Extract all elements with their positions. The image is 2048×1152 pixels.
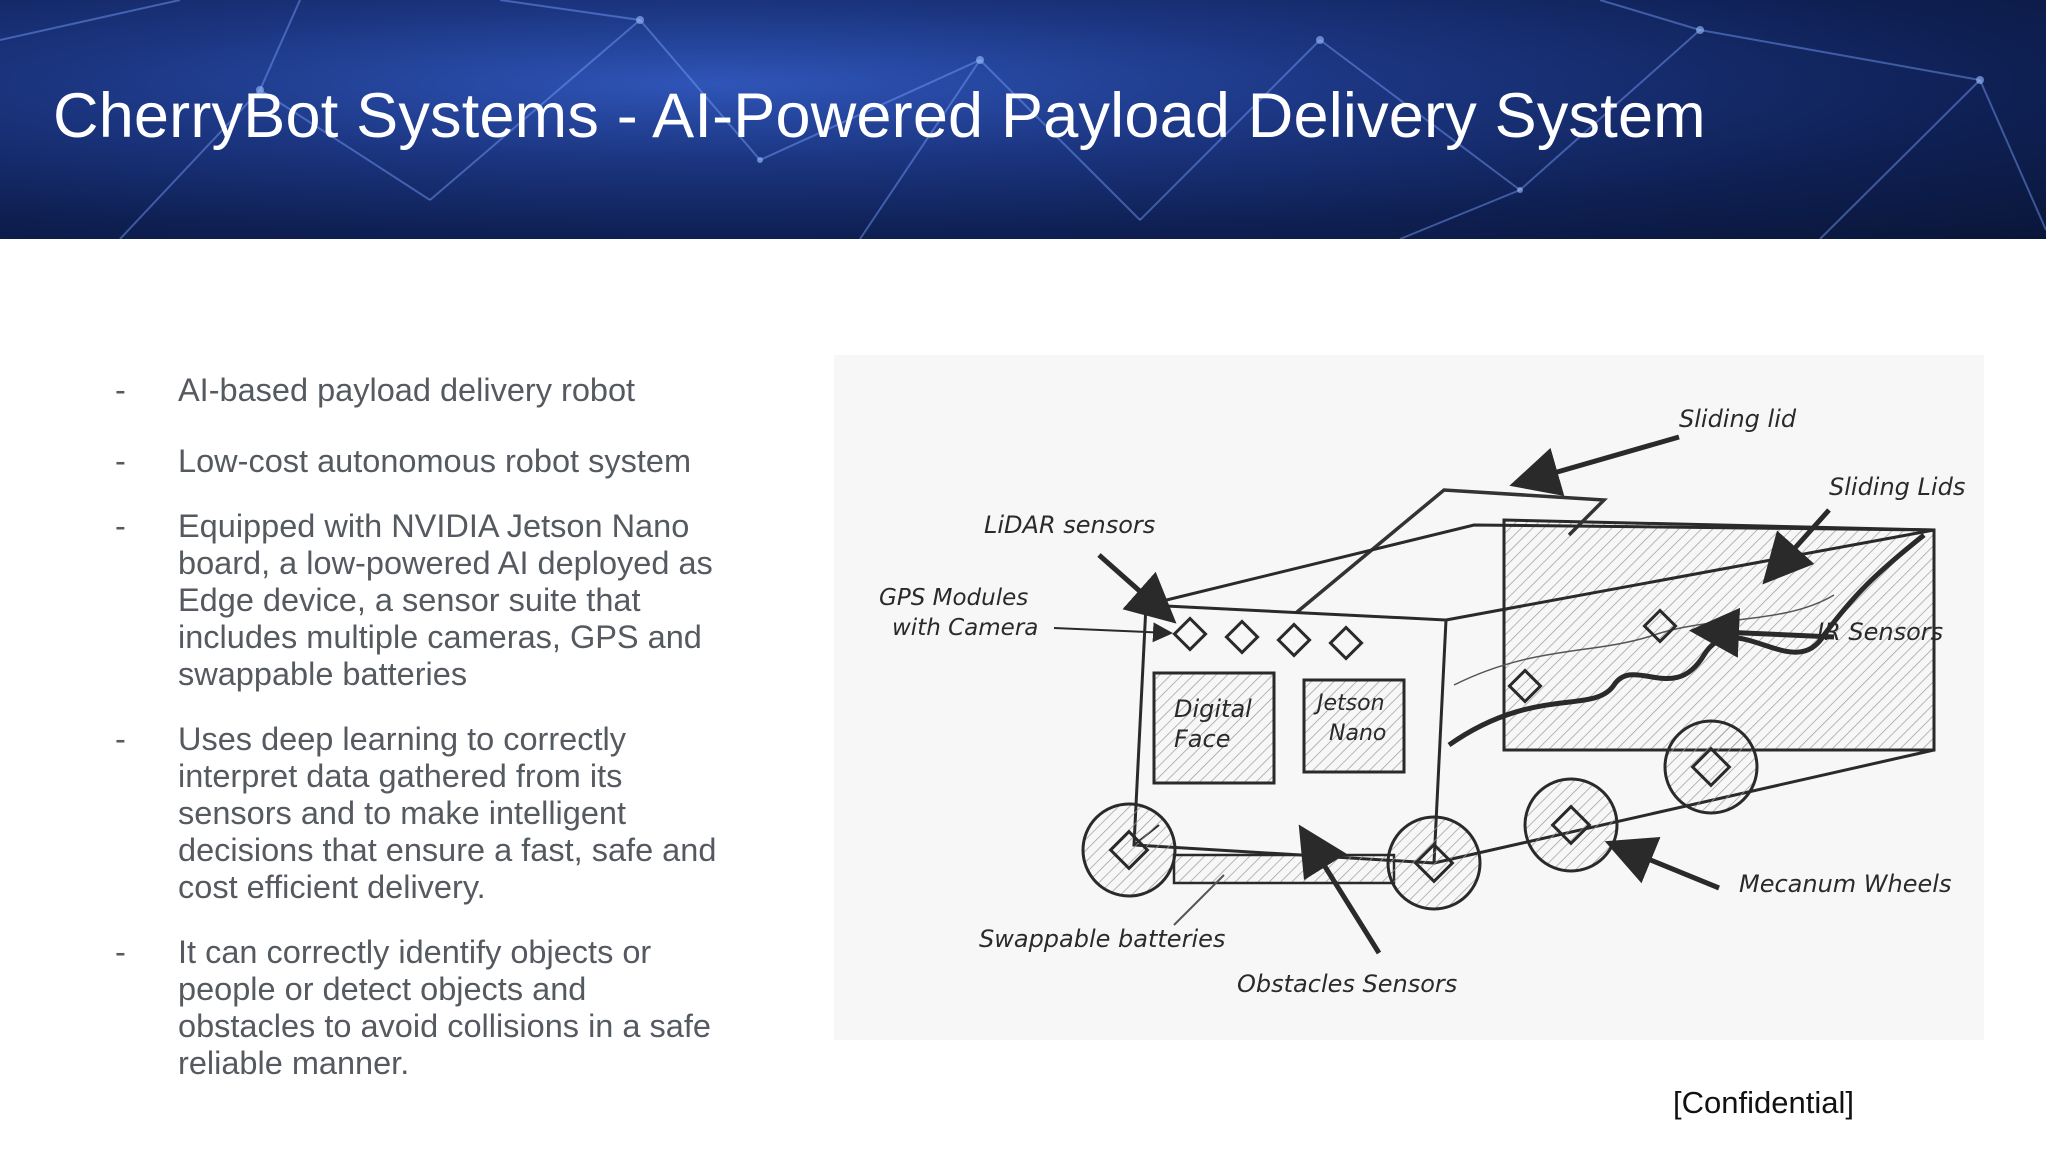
svg-text:Nano: Nano xyxy=(1329,721,1386,746)
bullet-text: AI-based payload delivery robot xyxy=(178,372,636,408)
label-mecanum-wheels: Mecanum Wheels xyxy=(1739,870,1951,898)
slide-header-banner: CherryBot Systems - AI-Powered Payload D… xyxy=(0,0,2046,239)
svg-text:Face: Face xyxy=(1174,725,1230,753)
robot-sketch-drawing: Digital Face Jetson Nano Sl xyxy=(879,405,1965,998)
bullet-item: - Uses deep learning to correctly interp… xyxy=(115,721,775,906)
ir-sensor-diamond xyxy=(1507,668,1543,704)
bullet-text: Uses deep learning to correctly interpre… xyxy=(178,721,717,905)
label-ir-sensors: IR Sensors xyxy=(1817,618,1943,646)
svg-text:with Camera: with Camera xyxy=(892,615,1038,641)
callout-arrows xyxy=(1097,434,1835,955)
label-sliding-lid: Sliding lid xyxy=(1679,405,1797,433)
label-sliding-lids: Sliding Lids xyxy=(1829,473,1965,501)
jetson-nano-label: Jetson xyxy=(1313,691,1385,716)
ir-sensor-diamond xyxy=(1642,608,1678,644)
label-lidar-sensors: LiDAR sensors xyxy=(984,511,1155,539)
bullet-dash: - xyxy=(115,934,126,970)
bullet-dash: - xyxy=(115,508,126,544)
network-background-graphic xyxy=(0,0,2046,239)
bullet-list: - AI-based payload delivery robot - Low-… xyxy=(115,372,775,1082)
label-swappable-batteries: Swappable batteries xyxy=(979,925,1225,953)
bullet-dash: - xyxy=(115,443,126,479)
bullet-dash: - xyxy=(115,721,126,757)
digital-face-panel xyxy=(1152,671,1276,785)
lidar-sensors xyxy=(1172,616,1364,661)
bullet-item: - AI-based payload delivery robot xyxy=(115,372,775,409)
label-gps-modules: GPS Modules xyxy=(879,585,1028,611)
bullet-text: It can correctly identify objects or peo… xyxy=(178,934,711,1081)
bullet-item: - Equipped with NVIDIA Jetson Nano board… xyxy=(115,508,775,693)
confidential-footer: [Confidential] xyxy=(1673,1085,1854,1120)
bullet-item: - It can correctly identify objects or p… xyxy=(115,934,775,1082)
mecanum-wheels xyxy=(1081,719,1759,911)
jetson-nano-panel xyxy=(1302,678,1406,774)
bullet-item: - Low-cost autonomous robot system xyxy=(115,443,775,480)
bullet-text: Low-cost autonomous robot system xyxy=(178,443,692,479)
bullet-text: Equipped with NVIDIA Jetson Nano board, … xyxy=(178,508,713,692)
bullet-dash: - xyxy=(115,372,126,408)
label-obstacles-sensors: Obstacles Sensors xyxy=(1237,970,1457,998)
slide-title: CherryBot Systems - AI-Powered Payload D… xyxy=(53,81,1706,151)
digital-face-label: Digital xyxy=(1174,695,1252,723)
battery-pack xyxy=(1172,853,1396,885)
robot-sketch-panel: Digital Face Jetson Nano Sl xyxy=(834,355,1984,1040)
